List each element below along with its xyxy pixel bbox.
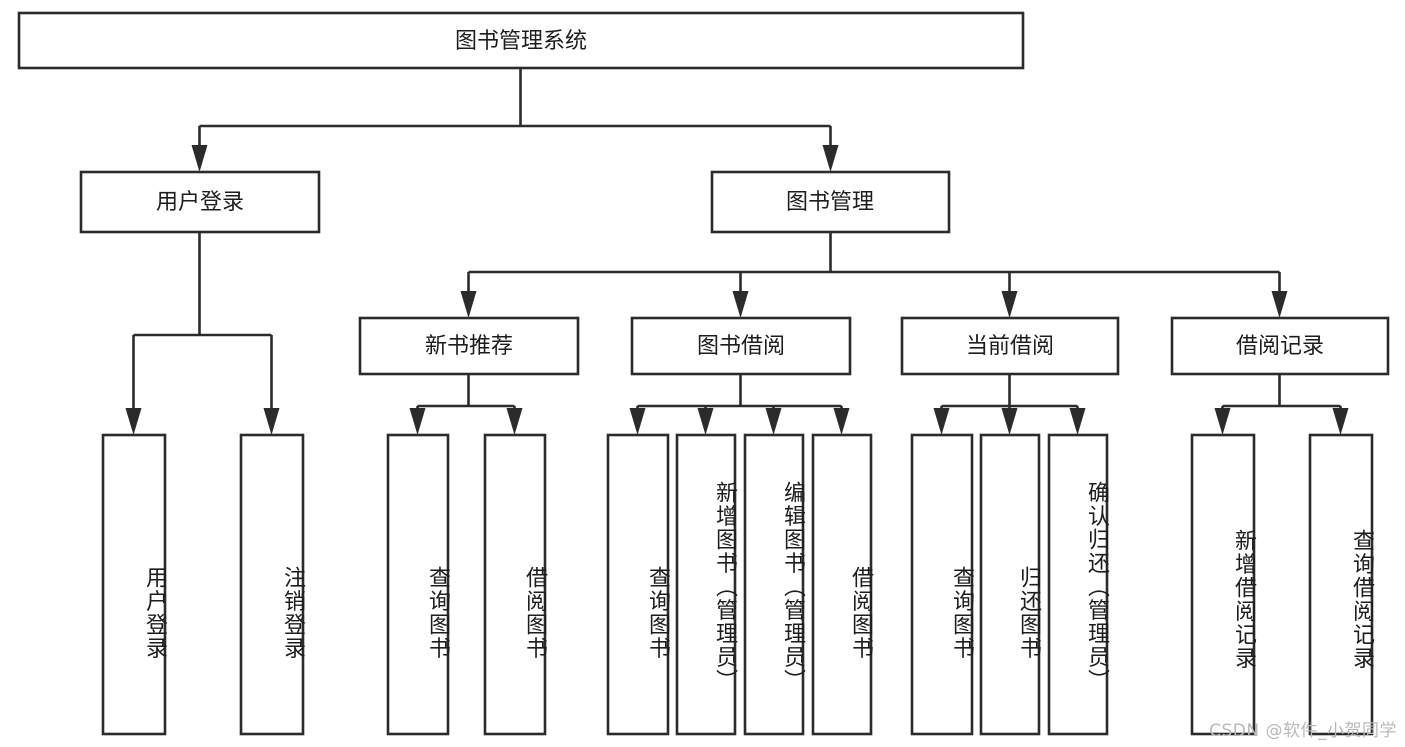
node-root-label: 图书管理系统 — [455, 29, 587, 54]
node-user-login[interactable]: 用户登录 — [79, 170, 321, 234]
node-user-login-label: 用户登录 — [156, 190, 244, 215]
node-root[interactable]: 图书管理系统 — [17, 11, 1025, 70]
node-borrow-record-label: 借阅记录 — [1236, 334, 1324, 359]
arrow-to-leaf-query-record — [1332, 408, 1349, 435]
leaf-box-add-book[interactable] — [675, 433, 737, 736]
node-book-borrow[interactable]: 图书借阅 — [630, 316, 852, 376]
arrow-to-leaf-add-record — [1214, 408, 1231, 435]
node-book-manage-label: 图书管理 — [786, 190, 874, 215]
arrow-to-leaf-confirm-return — [1069, 408, 1086, 435]
leaf-boxes — [101, 433, 1374, 736]
connector-group-root — [191, 68, 839, 172]
node-borrow-record[interactable]: 借阅记录 — [1170, 316, 1390, 376]
leaf-box-query-book-1[interactable] — [386, 433, 450, 736]
arrow-to-leaf-return-book — [1001, 408, 1018, 435]
leaf-box-borrow-book-1[interactable] — [483, 433, 547, 736]
connector-group-borrow-record — [1214, 374, 1349, 435]
arrow-to-leaf-borrow-book-2 — [833, 408, 850, 435]
arrow-to-leaf-user-login — [125, 408, 142, 435]
leaf-box-edit-book[interactable] — [743, 433, 805, 736]
arrow-to-book-borrow — [732, 291, 749, 318]
leaf-box-add-record[interactable] — [1190, 433, 1256, 736]
leaf-box-user-login[interactable] — [101, 433, 167, 736]
arrow-to-leaf-query-book-2 — [629, 408, 646, 435]
leaf-box-query-book-3[interactable] — [910, 433, 974, 736]
arrow-to-new-book-recommend — [460, 291, 477, 318]
leaf-box-return-book[interactable] — [979, 433, 1041, 736]
arrow-to-user-login — [191, 145, 208, 172]
node-book-borrow-label: 图书借阅 — [697, 334, 785, 359]
arrow-to-current-borrow — [1001, 291, 1018, 318]
leaf-box-confirm-return[interactable] — [1047, 433, 1109, 736]
node-current-borrow[interactable]: 当前借阅 — [900, 316, 1120, 376]
node-book-manage[interactable]: 图书管理 — [710, 170, 951, 234]
arrow-to-leaf-query-book-1 — [409, 408, 426, 435]
arrow-to-leaf-add-book — [697, 408, 714, 435]
leaf-box-borrow-book-2[interactable] — [811, 433, 873, 736]
node-new-book-recommend-label: 新书推荐 — [425, 334, 513, 359]
arrow-to-leaf-logout — [263, 408, 280, 435]
node-current-borrow-label: 当前借阅 — [966, 334, 1054, 359]
connector-group-book-borrow — [629, 374, 850, 435]
connector-group-user-login — [125, 232, 280, 435]
leaf-box-logout[interactable] — [239, 433, 305, 736]
connector-group-new-book-recommend — [409, 374, 523, 435]
arrow-to-leaf-edit-book — [765, 408, 782, 435]
connector-group-book-manage — [460, 232, 1288, 318]
csdn-watermark: CSDN @软件_小贺同学 — [1209, 721, 1397, 741]
arrow-to-borrow-record — [1271, 291, 1288, 318]
arrow-to-book-manage — [822, 145, 839, 172]
arrow-to-leaf-borrow-book-1 — [506, 408, 523, 435]
connector-group-current-borrow — [933, 374, 1086, 435]
leaf-box-query-book-2[interactable] — [606, 433, 670, 736]
arrow-to-leaf-query-book-3 — [933, 408, 950, 435]
node-new-book-recommend[interactable]: 新书推荐 — [358, 316, 580, 376]
leaf-box-query-record[interactable] — [1308, 433, 1374, 736]
